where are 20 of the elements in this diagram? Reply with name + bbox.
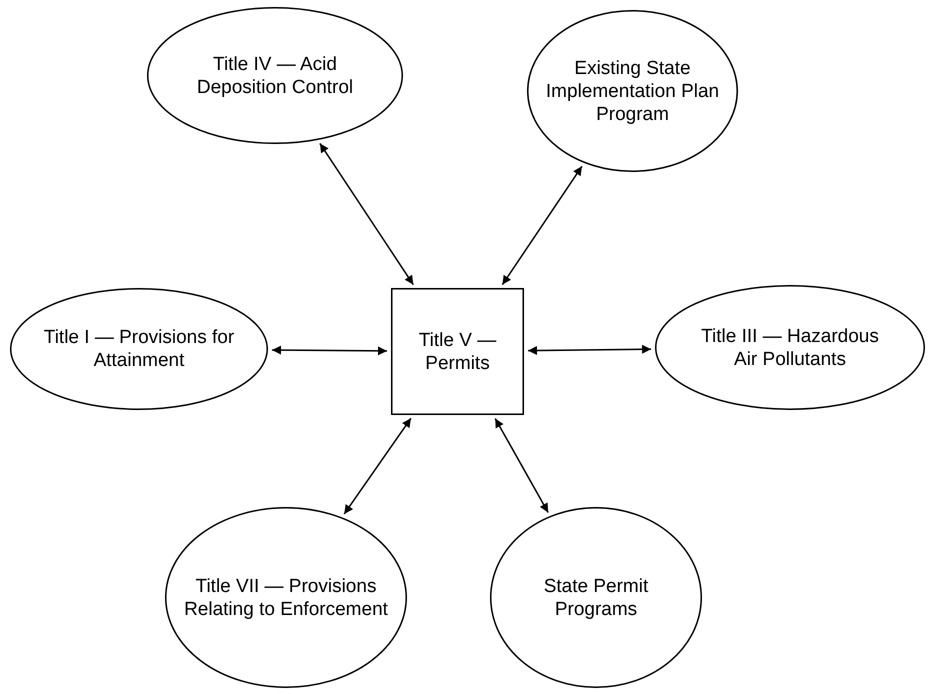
node-label: Existing State Implementation Plan Program [544,56,720,126]
node-label: State Permit Programs [542,574,650,620]
process-box [391,288,524,415]
ellipse-node [147,7,403,144]
double-arrow [528,344,652,356]
node-label: Title IV — Acid Deposition Control [196,52,354,98]
double-arrow [502,166,583,286]
double-arrow [344,418,412,514]
node-label: Title III — Hazardous Air Pollutants [700,324,880,370]
double-arrow [494,418,549,513]
node-label: Title VII — Provisions Relating to Enforcement [183,574,389,620]
double-arrow [319,143,414,286]
node-label: Title V — Permits [418,328,498,374]
ellipse-node [527,10,738,172]
ellipse-node [165,507,407,688]
node-label: Title I — Provisions for Attainment [42,326,236,372]
ellipse-node [10,288,268,410]
ellipse-node [655,285,925,410]
ellipse-node [490,507,702,688]
double-arrow [272,346,387,356]
